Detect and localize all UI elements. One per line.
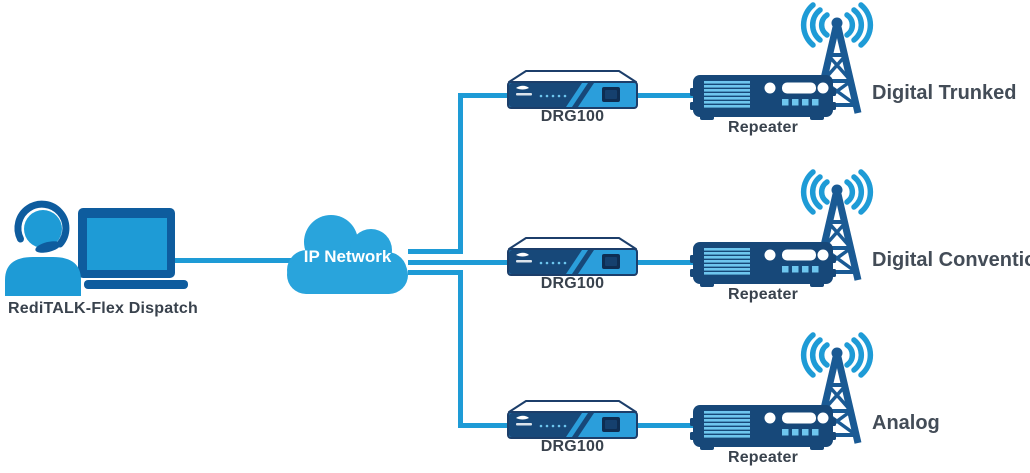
link-dispatch-cloud [170,258,300,263]
radio-site-row-analog: DRG100 Repeater Analog [455,332,1030,473]
vent-grille [704,411,750,438]
fan-line-bottom [408,270,463,275]
knob-icon [817,412,829,424]
display-icon [782,412,816,424]
button-row [782,266,819,273]
radio-site-row-digital-trunked: DRG100 Repeater Digital Trunked [455,2,1030,151]
knob-icon [764,82,776,94]
mode-label: Digital Conventional [872,249,1030,271]
drg100-device-icon [507,400,638,439]
repeater-device-icon [690,75,836,120]
knob-icon [764,249,776,261]
trunk-line-lower [458,271,463,428]
fan-line-top [408,249,463,254]
repeater-label: Repeater [727,119,799,136]
led-indicators [539,261,567,265]
drg100-device-icon [507,237,638,276]
mode-label: Analog [872,412,940,434]
link-drg-repeater [638,93,694,98]
branch-line-top [458,93,507,98]
knob-icon [817,249,829,261]
display-icon [782,82,816,94]
drg100-label: DRG100 [540,108,605,125]
link-drg-repeater [638,423,694,428]
ip-network-label: IP Network [303,247,392,266]
button-row [782,99,819,106]
display-icon [782,249,816,261]
drg100-device-icon [507,70,638,109]
signal-waves-icon [800,169,874,215]
brand-swoosh-icon [516,415,529,420]
mode-label: Digital Trunked [872,82,1017,104]
vent-grille [704,248,750,275]
signal-waves-icon [800,332,874,378]
drg100-label: DRG100 [540,275,605,292]
operator-headset-icon [5,200,81,296]
drg100-label: DRG100 [540,438,605,455]
trunk-line-upper [458,93,463,254]
repeater-device-icon [690,242,836,287]
radio-site-row-digital-conventional: DRG100 Repeater Digital Conventional [455,169,1030,318]
laptop-icon [78,208,188,289]
brand-swoosh-icon [516,252,529,257]
repeater-device-icon [690,405,836,450]
fan-line-middle [408,260,507,265]
led-indicators [539,94,567,98]
branch-line-bottom [458,423,507,428]
repeater-label: Repeater [727,449,799,466]
link-drg-repeater [638,260,694,265]
led-indicators [539,424,567,428]
dispatch-label: RediTALK-Flex Dispatch [8,300,198,317]
signal-waves-icon [800,2,874,48]
button-row [782,429,819,436]
cloud-icon [287,215,408,294]
brand-swoosh-icon [516,85,529,90]
vent-grille [704,81,750,108]
knob-icon [817,82,829,94]
repeater-label: Repeater [727,286,799,303]
knob-icon [764,412,776,424]
dispatcher-icon [5,200,188,296]
